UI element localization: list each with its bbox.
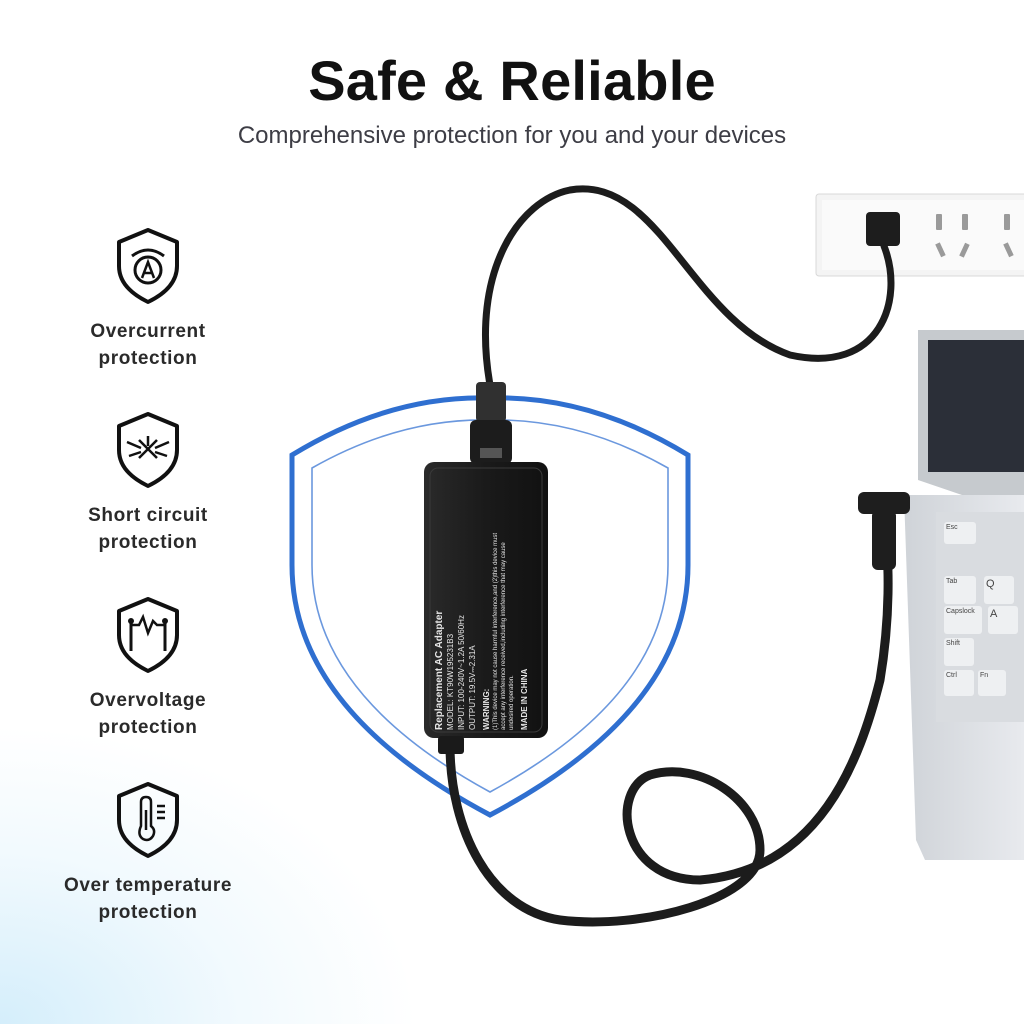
page-subtitle: Comprehensive protection for you and you…	[237, 122, 787, 149]
feature-short-circuit: Short circuit protection	[38, 410, 258, 556]
short-circuit-shield-icon	[117, 412, 179, 488]
feature-overcurrent: Overcurrent protection	[38, 226, 258, 372]
adapter-output: OUTPUT: 19.5V⎓2.31A	[468, 645, 477, 730]
feature-overvoltage: Overvoltage protection	[38, 595, 258, 741]
key-fn: Fn	[978, 670, 1006, 696]
feature-overvoltage-line1: Overvoltage	[89, 690, 207, 711]
dc-plug	[858, 492, 910, 570]
feature-overcurrent-line1: Overcurrent	[90, 321, 206, 342]
temperature-shield-icon	[117, 782, 179, 858]
adapter-origin: MADE IN CHINA	[520, 668, 529, 730]
wall-socket	[815, 193, 1024, 277]
cables	[445, 185, 895, 927]
adapter-warning-title: WARNING:	[482, 688, 491, 730]
feature-short-circuit-line1: Short circuit	[88, 505, 208, 526]
key-ctrl: Ctrl	[944, 670, 974, 696]
background-glow	[0, 724, 420, 1024]
key-a: A	[988, 606, 1018, 634]
adapter-warning-text: (1)This device may not cause harmful int…	[493, 532, 515, 730]
adapter-ac-connector	[470, 382, 512, 464]
feature-over-temperature-line2: protection	[98, 902, 198, 923]
key-tab: Tab	[944, 576, 976, 604]
feature-overvoltage-line2: protection	[98, 717, 198, 738]
feature-over-temperature-line1: Over temperature	[63, 875, 232, 896]
overcurrent-shield-icon	[117, 228, 179, 304]
key-q: Q	[984, 576, 1014, 604]
adapter-label: Replacement AC Adapter MODEL: KT90W19523…	[424, 462, 548, 738]
adapter-title: Replacement AC Adapter	[434, 610, 445, 730]
key-capslock: Capslock	[944, 606, 982, 634]
laptop-keyboard: Esc Tab Capslock Shift Ctrl Fn Q A	[944, 520, 1024, 720]
adapter-model: MODEL: KT90W195231B3	[446, 633, 455, 730]
ac-adapter	[424, 462, 548, 754]
feature-overcurrent-line2: protection	[98, 348, 198, 369]
feature-over-temperature: Over temperature protection	[38, 780, 258, 926]
feature-short-circuit-line2: protection	[98, 532, 198, 553]
adapter-input: INPUT: 100-240V~1.2A 50/60Hz	[457, 615, 466, 730]
overvoltage-shield-icon	[117, 597, 179, 673]
key-esc: Esc	[944, 522, 976, 544]
protection-shield	[289, 395, 691, 818]
page-title: Safe & Reliable	[308, 49, 716, 112]
key-shift: Shift	[944, 638, 974, 666]
